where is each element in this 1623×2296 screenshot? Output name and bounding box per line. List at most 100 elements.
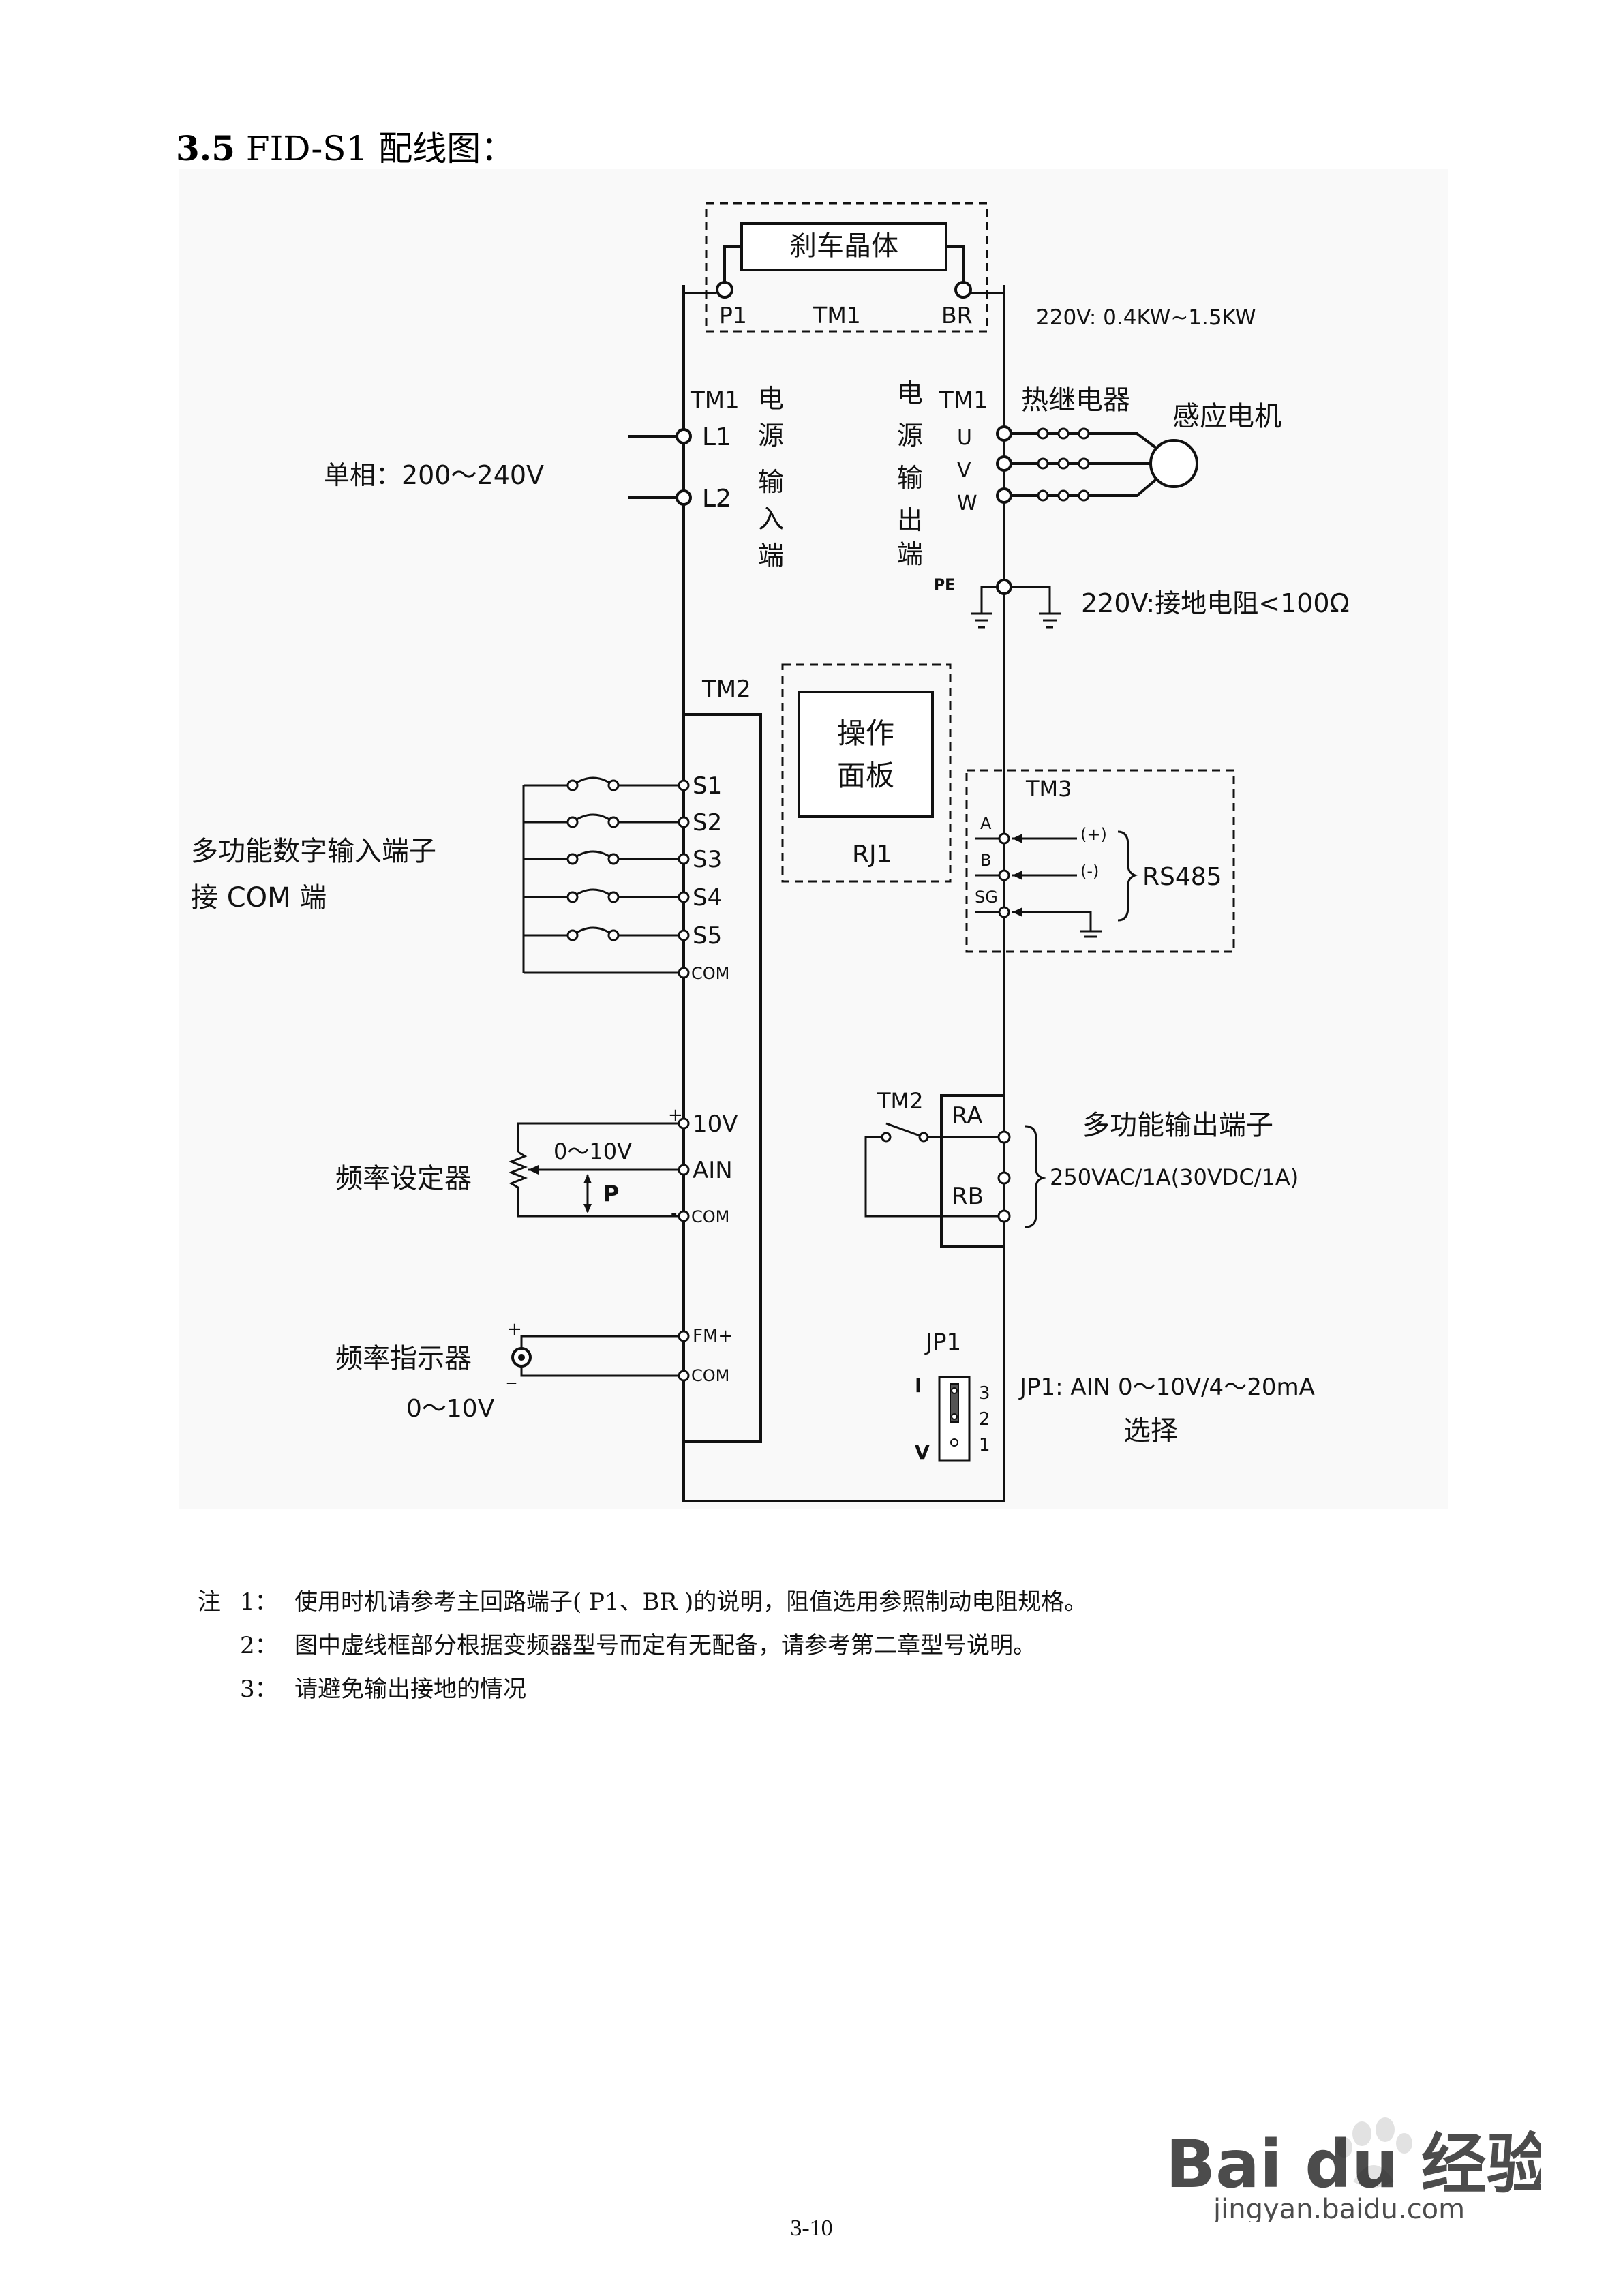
relay-contact-1: [881, 1132, 892, 1143]
note-text: 图中虚线框部分根据变频器型号而定有无配备，请参考第二章型号说明。: [294, 1632, 1036, 1659]
watermark-url: jingyan.baidu.com: [1213, 2194, 1465, 2222]
note-prefix-spacer: [198, 1624, 240, 1667]
p-arrow-down: [583, 1204, 592, 1213]
s3-label: S3: [693, 846, 722, 873]
rj1-label: RJ1: [852, 841, 892, 868]
jp1-n2: 2: [979, 1409, 990, 1430]
section-title-text: FID-S1 配线图：: [245, 129, 515, 168]
analog-com-terminal: [678, 1210, 690, 1222]
p1-terminal: [716, 281, 733, 299]
digital-input-label-2: 接 COM 端: [191, 882, 327, 913]
note-item: 2： 图中虚线框部分根据变频器型号而定有无配备，请参考第二章型号说明。: [198, 1624, 1087, 1667]
rs485-arrows: [1012, 834, 1022, 917]
meter-wiring: [520, 1335, 684, 1377]
diagram-background: [179, 169, 1448, 1509]
jp1-description: JP1: AIN 0～10V/4～20mA: [1018, 1374, 1315, 1401]
l1-label: L1: [702, 423, 731, 451]
jp1-label: JP1: [924, 1329, 961, 1356]
meter-plus: +: [507, 1319, 522, 1340]
a-terminal: [998, 832, 1010, 845]
pe-label: PE: [934, 577, 955, 594]
analog-minus: -: [671, 1203, 677, 1224]
relay-spec: 250VAC/1A(30VDC/1A): [1050, 1164, 1299, 1190]
rs485-minus: (-): [1080, 862, 1099, 881]
power-input-char: 端: [758, 541, 784, 571]
note-number: 3：: [240, 1676, 278, 1703]
br-label: BR: [941, 302, 973, 329]
baidu-watermark: Bai du 经验 jingyan.baidu.com: [1166, 2117, 1541, 2222]
jp1-pin-1: [950, 1438, 958, 1447]
relay-common-terminal: [997, 1171, 1011, 1185]
l1-terminal: [676, 428, 692, 444]
b-terminal: [998, 869, 1010, 881]
power-output-char: 输: [897, 463, 923, 493]
meter-com-terminal: [678, 1370, 690, 1382]
switch-contacts: [566, 779, 620, 941]
relay-wiring: [864, 1122, 1047, 1228]
jp1-v-label: V: [915, 1441, 930, 1464]
fm-terminal: [678, 1330, 690, 1342]
sg-label: SG: [975, 888, 998, 907]
paw-logo-icon: [1336, 2117, 1412, 2188]
note-item: 注 1： 使用时机请参考主回路端子( P1、BR )的说明，阻值选用参照制动电阻…: [198, 1580, 1087, 1624]
tm2-strip: [682, 713, 762, 1443]
section-title: 3.5 FID-S1 配线图：: [176, 121, 515, 170]
rb-terminal: [997, 1209, 1011, 1223]
v10-terminal: [678, 1117, 690, 1130]
relay-box: [940, 1094, 1005, 1248]
ra-label: RA: [952, 1102, 983, 1130]
tm2-terminals: [678, 779, 690, 979]
panel-label-2: 面板: [837, 759, 894, 792]
ra-terminal: [997, 1130, 1011, 1144]
rs485-label: RS485: [1142, 863, 1222, 891]
relay-label: 多功能输出端子: [1082, 1110, 1273, 1141]
power-input-char: 源: [758, 421, 784, 451]
tm2-label: TM2: [701, 676, 751, 703]
power-input-char: 入: [758, 504, 784, 534]
ain-label: AIN: [693, 1157, 733, 1184]
note-item: 3： 请避免输出接地的情况: [198, 1667, 1087, 1711]
jp1-pin-2: [951, 1413, 958, 1420]
frequency-meter-label: 频率指示器: [335, 1343, 472, 1374]
tm1-left-label: TM1: [690, 387, 740, 414]
rs485-wiring: [975, 830, 1138, 938]
ground-symbols: [971, 586, 1061, 629]
p1-label: P1: [719, 302, 747, 329]
fm-label: FM+: [693, 1326, 733, 1346]
v-terminal: [996, 455, 1012, 472]
pot-wiring: [508, 1122, 684, 1218]
ground-spec: 220V:接地电阻<100Ω: [1081, 588, 1350, 618]
v10-label: 10V: [693, 1111, 738, 1138]
ain-terminal: [678, 1164, 690, 1176]
pe-terminal: [996, 579, 1012, 595]
analog-plus: +: [668, 1105, 683, 1126]
note-text: 使用时机请参考主回路端子( P1、BR )的说明，阻值选用参照制动电阻规格。: [294, 1588, 1088, 1616]
meter-range: 0～10V: [406, 1395, 495, 1423]
u-label: U: [957, 426, 972, 450]
p-label: P: [603, 1181, 619, 1207]
tm1-top-label: TM1: [813, 302, 861, 329]
tm1-right-label: TM1: [939, 387, 988, 414]
note-number: 1：: [240, 1588, 278, 1616]
jp1-pin-3: [951, 1387, 958, 1394]
tm3-label: TM3: [1025, 776, 1072, 802]
notes: 注 1： 使用时机请参考主回路端子( P1、BR )的说明，阻值选用参照制动电阻…: [198, 1580, 1087, 1711]
br-terminal: [954, 281, 972, 299]
braking-dashed-box: [705, 202, 988, 333]
jp1-n1: 1: [979, 1435, 990, 1455]
panel-label-1: 操作: [837, 716, 894, 750]
power-input-label: 电 源 输 入 端: [758, 384, 784, 571]
digital-input-label: 多功能数字输入端子: [191, 836, 436, 867]
l2-label: L2: [702, 485, 731, 513]
rs485-dashed-box: [965, 769, 1235, 953]
motor-icon: [1149, 439, 1198, 488]
relay-tm2-label: TM2: [877, 1088, 924, 1114]
thermal-relay-contacts: [1037, 427, 1090, 502]
p1-wire: [682, 285, 716, 294]
power-output-char: 电: [897, 378, 923, 408]
thermal-relay-label: 热继电器: [1021, 384, 1130, 416]
rs485-plus: (+): [1080, 825, 1107, 844]
s4-label: S4: [693, 884, 722, 911]
